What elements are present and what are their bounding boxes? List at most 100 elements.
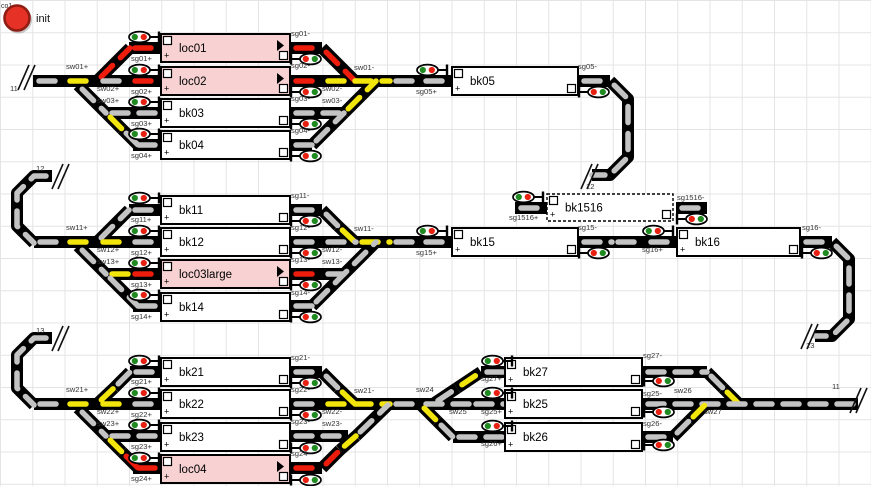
signal-sg1516-[interactable] bbox=[675, 212, 708, 226]
block-bk26[interactable]: +bk26 bbox=[504, 422, 643, 452]
track-segment-fill bbox=[75, 82, 109, 116]
signal-sg13+[interactable] bbox=[128, 256, 161, 270]
signal-sg11+[interactable] bbox=[128, 191, 161, 205]
signal-sg03-[interactable] bbox=[289, 117, 322, 131]
signal-sg15+[interactable] bbox=[416, 224, 449, 238]
block-bk21[interactable]: +bk21 bbox=[160, 357, 291, 387]
signal-sg14-[interactable] bbox=[289, 310, 322, 324]
signal-sg1516+[interactable] bbox=[512, 190, 545, 204]
track-segment-fill bbox=[686, 402, 708, 424]
label-sg12-: sg12- bbox=[291, 223, 310, 232]
track-segment-fill bbox=[417, 401, 440, 424]
signal-sg22+[interactable] bbox=[128, 386, 161, 400]
signal-sg04-[interactable] bbox=[289, 149, 322, 163]
block-bk1516[interactable]: +bk1516 bbox=[546, 193, 674, 222]
signal-green-lamp bbox=[311, 313, 318, 321]
connector-label-12-right: 12 bbox=[586, 182, 594, 191]
label-sg05+: sg05+ bbox=[416, 87, 437, 96]
signal-sg21+[interactable] bbox=[128, 354, 161, 368]
signal-sg25+[interactable] bbox=[481, 386, 514, 400]
label-sw11+: sw11+ bbox=[66, 223, 88, 232]
block-bk12[interactable]: +bk12 bbox=[160, 227, 291, 257]
loco-flag-icon bbox=[277, 73, 284, 84]
block-bk27[interactable]: +bk27 bbox=[504, 357, 643, 387]
track-segment-fill bbox=[353, 402, 391, 439]
block-loc03large[interactable]: +loc03large bbox=[160, 259, 291, 289]
signal-sg01+[interactable] bbox=[128, 30, 161, 44]
red-round-button-icon[interactable] bbox=[3, 4, 31, 32]
signal-sg02-[interactable] bbox=[289, 85, 322, 99]
signal-sg21-[interactable] bbox=[289, 376, 322, 390]
block-bk15[interactable]: +bk15 bbox=[451, 227, 579, 257]
block-bk22[interactable]: +bk22 bbox=[160, 389, 291, 419]
block-corner-square bbox=[162, 229, 173, 240]
block-corner-square bbox=[278, 50, 289, 61]
track-segment-fill bbox=[309, 110, 347, 148]
block-bk11[interactable]: +bk11 bbox=[160, 195, 291, 225]
block-plus-sign: + bbox=[164, 472, 169, 482]
signal-sg24-[interactable] bbox=[289, 473, 322, 486]
signal-sg05+[interactable] bbox=[416, 63, 449, 77]
block-loc02[interactable]: +loc02 bbox=[160, 66, 291, 96]
block-corner-square bbox=[162, 197, 173, 208]
block-corner-square bbox=[162, 68, 173, 79]
block-corner-square bbox=[453, 68, 464, 79]
block-label-loc02: loc02 bbox=[179, 76, 207, 88]
block-corner-square bbox=[278, 374, 289, 385]
signal-sg02+[interactable] bbox=[128, 63, 161, 77]
label-sg23+: sg23+ bbox=[131, 442, 152, 451]
connector-label-11-right: 11 bbox=[832, 382, 840, 391]
signal-green-lamp bbox=[311, 281, 318, 289]
label-sw12+: sw12+ bbox=[97, 245, 120, 254]
block-corner-square bbox=[278, 439, 289, 450]
signal-sg27+[interactable] bbox=[481, 354, 514, 368]
signal-green-lamp bbox=[311, 379, 318, 387]
label-sw21+: sw21+ bbox=[66, 385, 89, 394]
signal-green-lamp bbox=[131, 389, 138, 397]
track-segment-fill bbox=[670, 418, 692, 440]
signal-red-lamp bbox=[140, 66, 147, 74]
block-bk23[interactable]: +bk23 bbox=[160, 422, 291, 452]
loco-flag-icon bbox=[277, 266, 284, 277]
track-segment-fill bbox=[434, 418, 456, 440]
signal-sg24+[interactable] bbox=[128, 451, 161, 465]
signal-sg05-[interactable] bbox=[577, 85, 610, 99]
init-label: init bbox=[36, 13, 50, 25]
signal-sg26+[interactable] bbox=[481, 419, 514, 433]
block-bk03[interactable]: +bk03 bbox=[160, 98, 291, 128]
block-bk25[interactable]: +bk25 bbox=[504, 389, 643, 419]
signal-sg16-[interactable] bbox=[800, 246, 833, 260]
signal-sg12-[interactable] bbox=[289, 246, 322, 260]
label-sw12-: sw12- bbox=[322, 245, 343, 254]
block-loc04[interactable]: +loc04 bbox=[160, 454, 291, 484]
signal-sg12+[interactable] bbox=[128, 224, 161, 238]
block-bk04[interactable]: +bk04 bbox=[160, 130, 291, 160]
label-sw26: sw26 bbox=[674, 386, 692, 395]
block-loc01[interactable]: +loc01 bbox=[160, 33, 291, 63]
block-bk05[interactable]: +bk05 bbox=[451, 66, 579, 96]
signal-red-lamp bbox=[302, 411, 309, 419]
signal-red-lamp bbox=[302, 120, 309, 128]
signal-sg14+[interactable] bbox=[128, 288, 161, 302]
signal-sg27-[interactable] bbox=[642, 374, 675, 388]
signal-sg01-[interactable] bbox=[289, 52, 322, 66]
signal-sg13-[interactable] bbox=[289, 278, 322, 292]
signal-sg23-[interactable] bbox=[289, 441, 322, 455]
signal-sg23+[interactable] bbox=[128, 418, 161, 432]
signal-sg04+[interactable] bbox=[128, 127, 161, 141]
track-segment-fill bbox=[704, 369, 726, 391]
signal-sg22-[interactable] bbox=[289, 408, 322, 422]
signal-sg15-[interactable] bbox=[577, 246, 610, 260]
block-label-bk14: bk14 bbox=[179, 302, 205, 314]
track-connector-13-left: 13 bbox=[36, 325, 70, 352]
signal-sg03+[interactable] bbox=[128, 95, 161, 109]
signal-sg26-[interactable] bbox=[642, 438, 675, 452]
block-bk16[interactable]: +bk16 bbox=[676, 227, 801, 257]
block-bk14[interactable]: +bk14 bbox=[160, 292, 291, 322]
signal-sg16+[interactable] bbox=[642, 224, 675, 238]
signal-sg25-[interactable] bbox=[642, 405, 675, 419]
signal-sg11-[interactable] bbox=[289, 214, 322, 228]
signal-green-lamp bbox=[664, 408, 671, 416]
label-sg27+: sg27+ bbox=[481, 374, 502, 383]
